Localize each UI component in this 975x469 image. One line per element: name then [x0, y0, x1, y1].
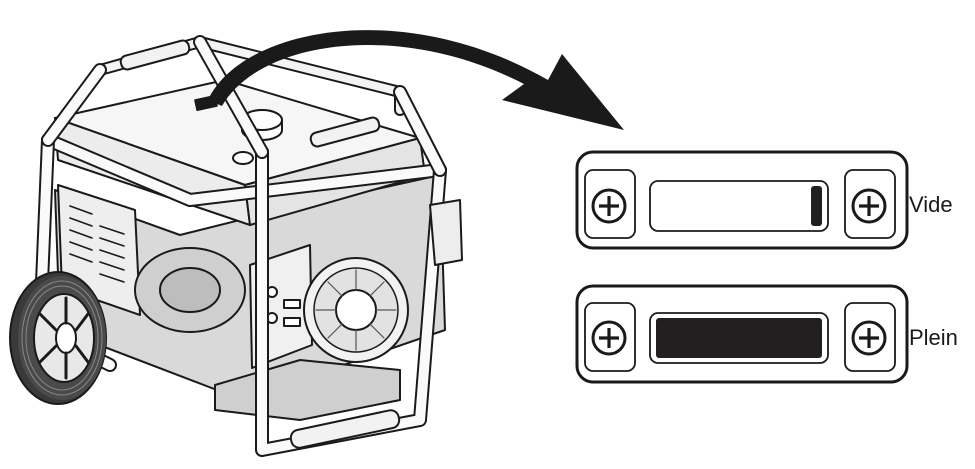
- wheel-icon: [9, 271, 107, 405]
- gauge-label-empty: Vide: [909, 192, 953, 217]
- gauge-indicator: [811, 186, 822, 226]
- gauge-window: [649, 180, 829, 232]
- phillips-screw-icon: [844, 302, 896, 372]
- portable-generator-icon: [9, 35, 463, 457]
- fuel-gauge-full: [575, 284, 909, 384]
- phillips-screw-icon: [844, 169, 896, 239]
- gauge-indicator: [656, 318, 822, 358]
- curved-arrow-icon: [208, 30, 624, 130]
- gauge-label-full: Plein: [909, 325, 958, 350]
- fuel-gauge-empty: [575, 150, 909, 250]
- phillips-screw-icon: [584, 302, 636, 372]
- phillips-screw-icon: [584, 169, 636, 239]
